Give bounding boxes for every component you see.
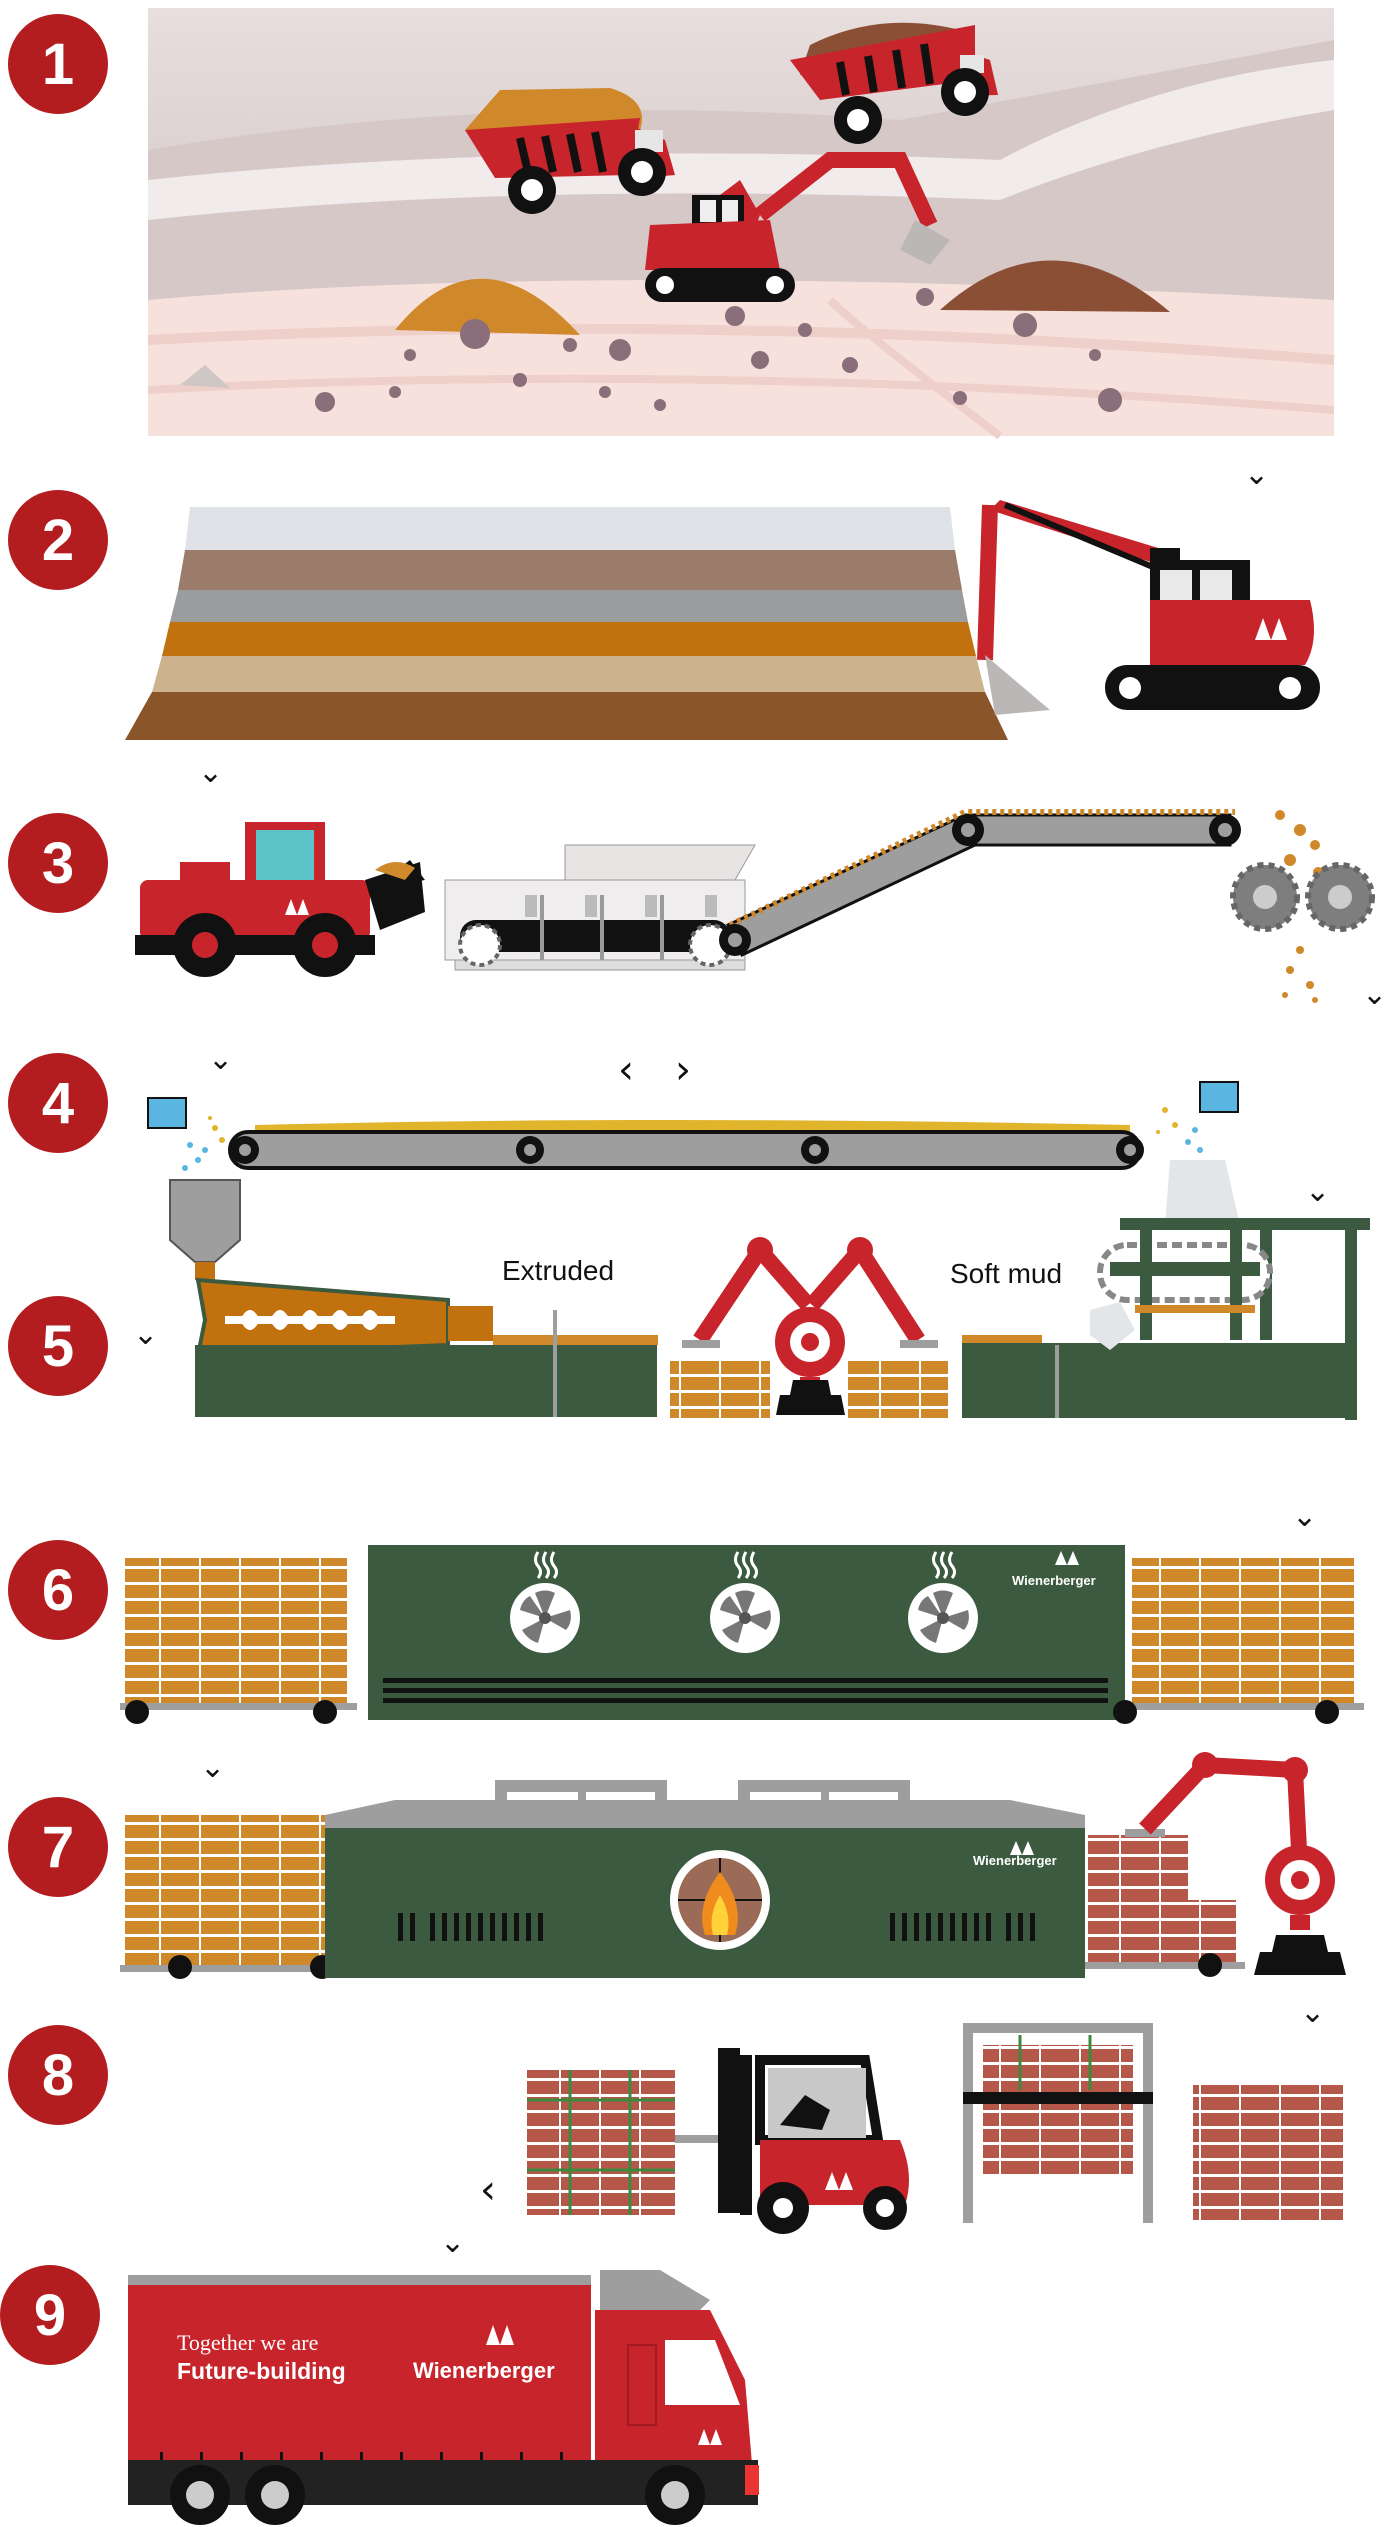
- truck-slogan-line1: Together we are: [177, 2330, 319, 2355]
- brand-logo-dryer: [1055, 1551, 1079, 1565]
- kiln-fire-window: [670, 1850, 770, 1950]
- expand-chevron-step4[interactable]: ⌄: [208, 1042, 234, 1077]
- mixing-scene: [147, 1081, 1239, 1171]
- expand-chevron-step8[interactable]: ⌄: [1300, 1995, 1326, 2030]
- step-badge-6: 6: [8, 1540, 108, 1640]
- soft-mud-machine: [962, 1160, 1370, 1420]
- truck-brand-name: Wienerberger: [413, 2358, 555, 2383]
- excavator-layers: [977, 500, 1320, 715]
- dryer-scene: [120, 1545, 1364, 1724]
- expand-chevron-step9[interactable]: ⌄: [440, 2225, 466, 2260]
- forklift: [675, 2048, 909, 2234]
- kiln-cart-right: [1085, 1835, 1245, 1977]
- clay-pile-orange: [395, 278, 580, 335]
- dryer-vents: [383, 1678, 1108, 1703]
- expand-chevron-step6[interactable]: ⌄: [1292, 1499, 1318, 1534]
- brand-logo-truck: [486, 2325, 514, 2345]
- shaping-scene: [169, 1160, 1370, 1420]
- step-badge-9: 9: [0, 2265, 100, 2365]
- dump-truck-right: [790, 22, 998, 144]
- packaging-scene: [527, 2023, 1343, 2234]
- step-badge-2: 2: [8, 490, 108, 590]
- label-soft-mud: Soft mud: [950, 1258, 1063, 1289]
- clay-layers-scene: [125, 500, 1320, 740]
- label-extruded: Extruded: [502, 1255, 615, 1286]
- expand-chevron-step5[interactable]: ⌄: [133, 1317, 159, 1352]
- expand-chevron-crusher[interactable]: ⌄: [1362, 977, 1388, 1012]
- truck-slogan-line2: Future-building: [177, 2358, 346, 2384]
- roller-crusher: [1230, 810, 1375, 1003]
- box-feeder: [444, 844, 756, 971]
- water-sprayer-right: [1156, 1081, 1239, 1153]
- dryer-cart-left: [120, 1558, 357, 1724]
- kiln-brand-name: Wienerberger: [973, 1853, 1057, 1868]
- delivery-truck: [128, 2270, 759, 2525]
- wheel-loader: [135, 822, 425, 977]
- dryer-fans: [510, 1551, 978, 1653]
- dump-truck-left: [465, 88, 675, 214]
- robot-arm-unloading: [1125, 1752, 1346, 1975]
- expand-chevron-step2[interactable]: ⌄: [1244, 457, 1270, 492]
- step-badge-8: 8: [8, 2025, 108, 2125]
- brick-pallet-forklift: [527, 2070, 675, 2215]
- expand-chevron-step7[interactable]: ⌄: [200, 1750, 226, 1785]
- robot-arm-setting: [670, 1237, 948, 1418]
- expand-chevron-step3[interactable]: ⌄: [198, 755, 224, 790]
- step-badge-3: 3: [8, 813, 108, 913]
- kiln-vents: [398, 1913, 1035, 1941]
- kiln-scene: [120, 1752, 1346, 1979]
- kiln-cart-left: [120, 1815, 335, 1979]
- excavator-quarry: [645, 152, 950, 302]
- dryer-brand-name: Wienerberger: [1012, 1573, 1096, 1588]
- prev-arrow-packaging[interactable]: ‹: [480, 2167, 496, 2213]
- step-badge-4: 4: [8, 1053, 108, 1153]
- expand-chevron-softmud[interactable]: ⌄: [1305, 1174, 1331, 1209]
- next-arrow[interactable]: ›: [675, 1047, 691, 1093]
- truck-trailer: [128, 2285, 591, 2460]
- step-badge-5: 5: [8, 1296, 108, 1396]
- step-badge-1: 1: [8, 14, 108, 114]
- prev-arrow[interactable]: ‹: [618, 1047, 634, 1093]
- preparation-scene: [135, 809, 1375, 1003]
- quarry-scene: [147, 8, 1335, 440]
- extruder: [169, 1179, 658, 1417]
- packaging-frame: [963, 2023, 1153, 2223]
- step-badge-7: 7: [8, 1797, 108, 1897]
- finished-brick-stack: [1193, 2085, 1343, 2220]
- clay-pile-brown: [940, 260, 1170, 312]
- dryer-cart-right: [1113, 1558, 1364, 1724]
- inclined-conveyor: [719, 809, 1241, 957]
- water-sprayer-left: [147, 1097, 225, 1171]
- brand-logo-kiln: [1010, 1841, 1034, 1855]
